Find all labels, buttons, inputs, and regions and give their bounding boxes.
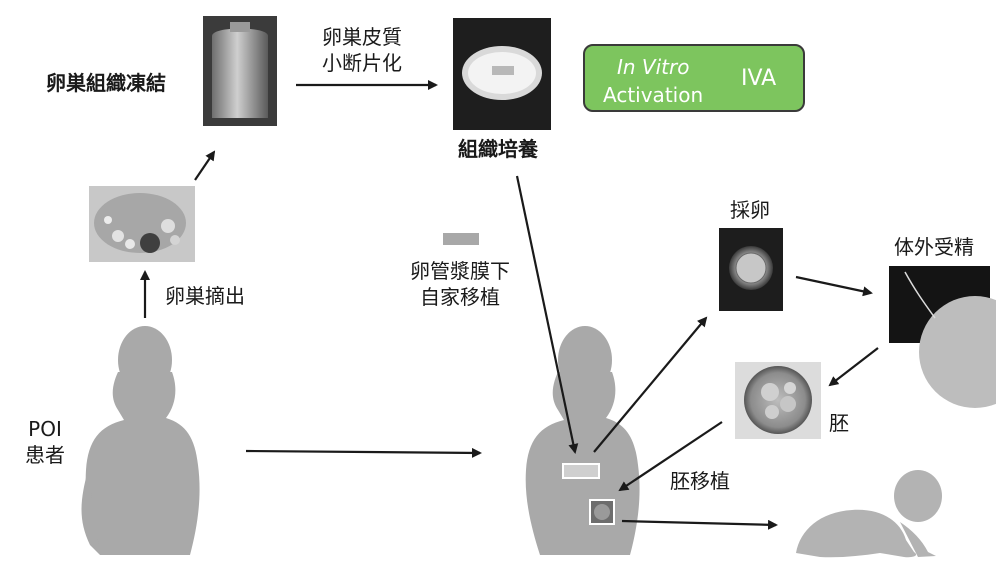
baby-silhouette: [796, 470, 942, 558]
label-egg-retrieval: 採卵: [730, 198, 770, 222]
graft-site-marker: [562, 463, 600, 479]
arrow-to-baby: [621, 519, 778, 530]
ovary-photo: [89, 186, 195, 262]
arrow-to-embryo-transfer: [618, 421, 723, 492]
arrow-to-ivf: [795, 275, 873, 297]
label-ivf: 体外受精: [894, 235, 974, 259]
label-transplant-line1: 卵管漿膜下: [410, 259, 510, 283]
arrow-to-transplant: [515, 175, 579, 454]
iva-subtitle: Activation: [603, 83, 704, 107]
iva-abbreviation: IVA: [741, 66, 777, 91]
arrow-to-retrieval: [593, 316, 708, 453]
label-ovary-removal: 卵巣摘出: [165, 284, 245, 308]
culture-dish-photo: [453, 18, 551, 130]
embryo-photo: [735, 362, 821, 439]
label-transplant-line2: 自家移植: [420, 285, 500, 309]
iva-title: In Vitro: [617, 55, 690, 79]
label-cortex-fragmentation: 卵巣皮質 小断片化: [307, 24, 417, 76]
label-embryo-transfer: 胚移植: [670, 469, 730, 493]
fertilization-photo: [889, 266, 996, 408]
label-patient: POI 患者: [14, 416, 76, 468]
label-autotransplant: 卵管漿膜下 自家移植: [400, 258, 520, 310]
label-cortex-line1: 卵巣皮質: [322, 25, 402, 49]
label-embryo: 胚: [829, 411, 849, 435]
label-patient-line1: POI: [28, 417, 62, 441]
label-cortex-line2: 小断片化: [322, 51, 402, 75]
tissue-fragment-icon: [443, 233, 479, 245]
oocyte-photo: [719, 228, 783, 311]
label-patient-line2: 患者: [25, 443, 65, 467]
iva-badge: In Vitro Activation IVA: [583, 44, 805, 112]
label-tissue-culture: 組織培養: [458, 137, 538, 161]
embryo-site-icon: [594, 504, 610, 520]
label-tissue-freezing: 卵巣組織凍結: [46, 71, 166, 95]
patient-silhouette: [81, 326, 200, 555]
arrow-to-embryo: [828, 347, 879, 387]
arrow-patient-to-treated: [245, 447, 482, 458]
freezer-tank-photo: [203, 16, 277, 126]
arrow-to-freezing: [194, 150, 216, 181]
